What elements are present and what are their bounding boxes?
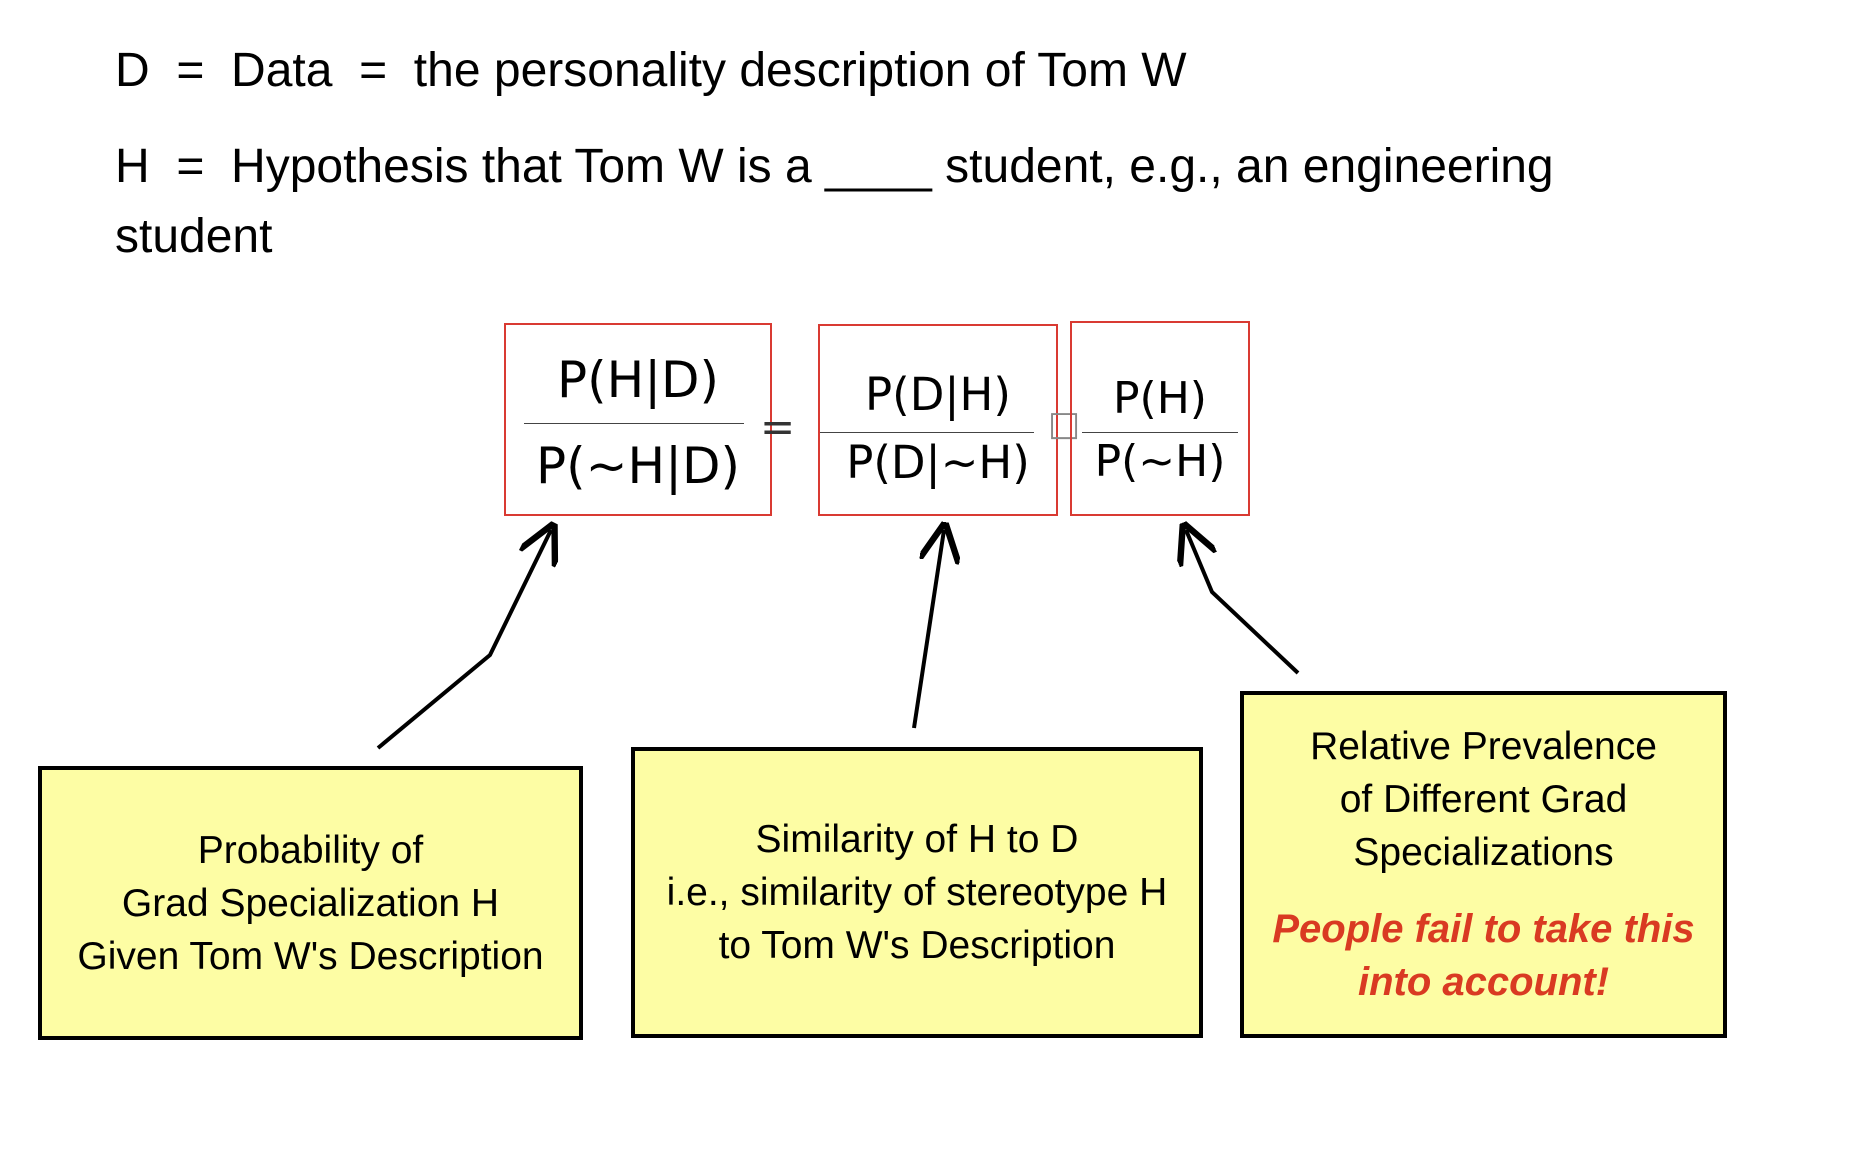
box-text-line: Given Tom W's Description bbox=[77, 934, 544, 978]
prior-explanation-box: Relative Prevalence of Different Grad Sp… bbox=[1240, 691, 1727, 1038]
box-text-line: of Different Grad bbox=[1339, 778, 1628, 821]
prior-numerator: P(H) bbox=[1113, 373, 1207, 424]
box-text-line: to Tom W's Description bbox=[718, 924, 1116, 967]
box-text-line: Similarity of H to D bbox=[755, 818, 1079, 861]
equals-sign: = bbox=[760, 402, 796, 451]
arrow-prior bbox=[1186, 530, 1300, 675]
arrow-likelihood bbox=[912, 530, 944, 729]
posterior-explanation-box: Probability of Grad Specialization H Giv… bbox=[38, 766, 583, 1040]
box-text-line: Grad Specialization H bbox=[121, 881, 500, 925]
fraction-bar bbox=[820, 432, 1034, 433]
emphasis-line: into account! bbox=[1357, 960, 1610, 1004]
fraction-bar bbox=[1082, 432, 1238, 433]
posterior-odds-box: P(H|D) P(~H|D) bbox=[504, 323, 772, 516]
arrow-posterior bbox=[376, 530, 551, 750]
multiply-symbol: □ bbox=[1048, 404, 1081, 444]
likelihood-numerator: P(D|H) bbox=[865, 368, 1011, 421]
fraction-bar bbox=[524, 423, 744, 424]
posterior-denominator: P(~H|D) bbox=[535, 437, 740, 495]
definition-data: D = Data = the personality description o… bbox=[115, 44, 1187, 97]
box-text-line: Probability of bbox=[197, 828, 424, 872]
box-text-line: Specializations bbox=[1353, 831, 1614, 874]
likelihood-ratio-box: P(D|H) P(D|~H) bbox=[818, 324, 1058, 516]
box-text-line: Relative Prevalence bbox=[1310, 725, 1657, 768]
prior-denominator: P(~H) bbox=[1094, 436, 1226, 487]
likelihood-explanation-box: Similarity of H to D i.e., similarity of… bbox=[631, 747, 1203, 1038]
box-text-line: i.e., similarity of stereotype H bbox=[666, 871, 1168, 914]
likelihood-denominator: P(D|~H) bbox=[846, 436, 1030, 489]
posterior-numerator: P(H|D) bbox=[556, 351, 720, 409]
prior-odds-box: P(H) P(~H) bbox=[1070, 321, 1250, 516]
definition-hypothesis: H = Hypothesis that Tom W is a ____ stud… bbox=[115, 140, 1567, 263]
emphasis-line: People fail to take this bbox=[1272, 907, 1695, 951]
